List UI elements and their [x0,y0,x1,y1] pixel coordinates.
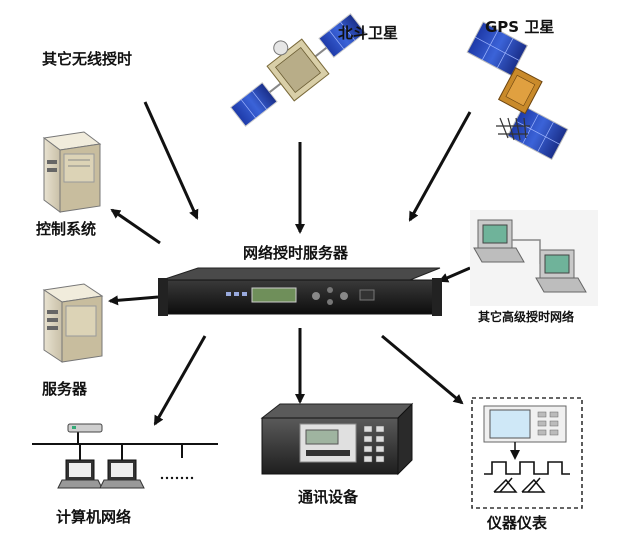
label-other-wireless: 其它无线授时 [42,50,133,68]
label-gps: GPS 卫星 [485,18,555,36]
label-other-network: 其它高级授时网络 [478,310,575,324]
label-server: 服务器 [42,380,88,398]
other-network-icon [470,210,598,306]
label-instruments: 仪器仪表 [487,514,548,532]
arrow-server-to-computer-network [153,335,207,426]
beidou-satellite-icon [230,13,366,127]
arrow-server-to-control [110,208,161,245]
comm-equipment-icon [260,402,414,476]
arrows [108,101,472,426]
control-system-icon [42,131,102,213]
label-comm-equipment: 通讯设备 [298,488,359,506]
computer-network-icon [32,423,218,489]
arrow-network-to-server [438,266,471,283]
arrow-gps-to-server [408,111,472,222]
network-timing-server-icon [158,267,442,316]
arrow-server-to-instruments [381,334,464,405]
arrow-wireless-to-server [143,101,199,220]
label-control-system: 控制系统 [36,220,97,238]
server-tower-icon [42,283,104,363]
label-server-title: 网络授时服务器 [243,244,349,262]
label-computer-network: 计算机网络 [56,508,132,526]
gps-satellite-icon [466,21,569,161]
instruments-icon [471,397,583,509]
arrow-server-to-server [108,295,159,306]
label-beidou: 北斗卫星 [338,24,399,42]
